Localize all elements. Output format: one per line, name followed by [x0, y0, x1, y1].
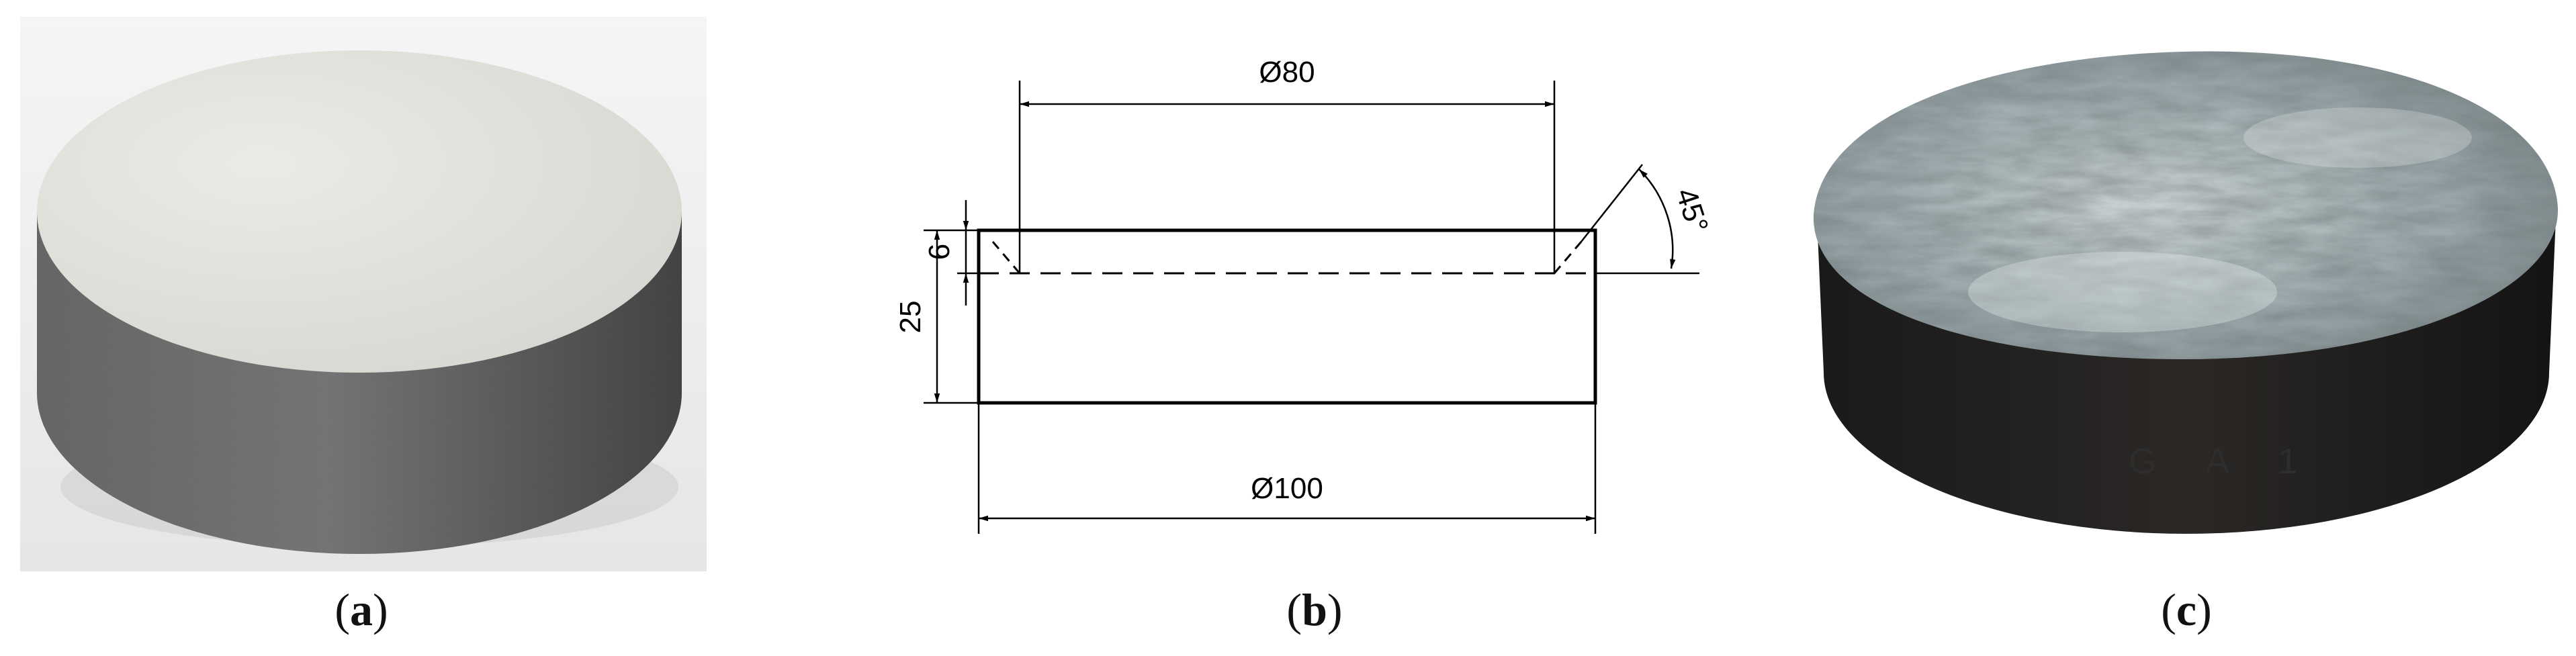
- angle-arc: [1638, 169, 1676, 269]
- technical-drawing-panel: Ø80 Ø100 25 6 45°: [873, 40, 1733, 551]
- top-diameter-label: Ø80: [1259, 56, 1315, 89]
- disc-outline: [977, 228, 1597, 405]
- caption-c: (c): [2161, 584, 2212, 635]
- specimen-marking: G A 1: [2129, 441, 2318, 481]
- height-label: 25: [894, 301, 927, 334]
- disc-top-face: [37, 50, 682, 373]
- specimen-photo: G A 1: [1813, 51, 2559, 534]
- cad-render-panel: [20, 17, 707, 571]
- bottom-diameter-label: Ø100: [1251, 472, 1323, 505]
- caption-a: (a): [335, 584, 388, 635]
- specimen-photo-panel: G A 1: [1807, 37, 2563, 554]
- chamfer-angle-label: 45°: [1669, 184, 1714, 236]
- cad-disc-render: [20, 17, 707, 571]
- caption-b: (b): [1286, 584, 1343, 635]
- technical-drawing: Ø80 Ø100 25 6 45°: [894, 56, 1714, 534]
- chamfer-depth-label: 6: [923, 244, 956, 260]
